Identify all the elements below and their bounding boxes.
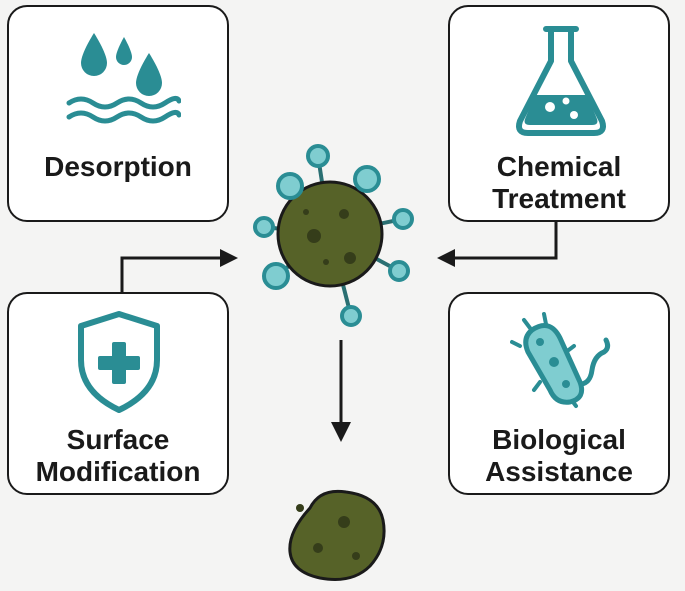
arrow-center-to-result (331, 340, 351, 442)
biological-assistance-label-line2: Assistance (485, 456, 633, 487)
arrow-surface-to-center (120, 249, 238, 292)
chemical-treatment-box: Chemical Treatment (448, 5, 670, 222)
biological-assistance-label-line1: Biological (492, 424, 626, 455)
desorption-box: Desorption (7, 5, 229, 222)
desorption-label: Desorption (44, 151, 192, 182)
flask-icon (516, 26, 606, 136)
surface-modification-box: Surface Modification (7, 292, 229, 495)
water-drops-icon (66, 33, 181, 124)
chemical-treatment-label-line2: Treatment (492, 183, 626, 214)
arrow-chemical-to-center (437, 222, 558, 267)
chemical-treatment-label-line1: Chemical (496, 151, 622, 182)
biological-assistance-box: Biological Assistance (448, 292, 670, 495)
bacterium-icon (510, 312, 611, 408)
shield-plus-icon (78, 311, 160, 413)
surface-modification-label-line2: Modification (35, 456, 201, 487)
surface-modification-label-line1: Surface (66, 424, 170, 455)
